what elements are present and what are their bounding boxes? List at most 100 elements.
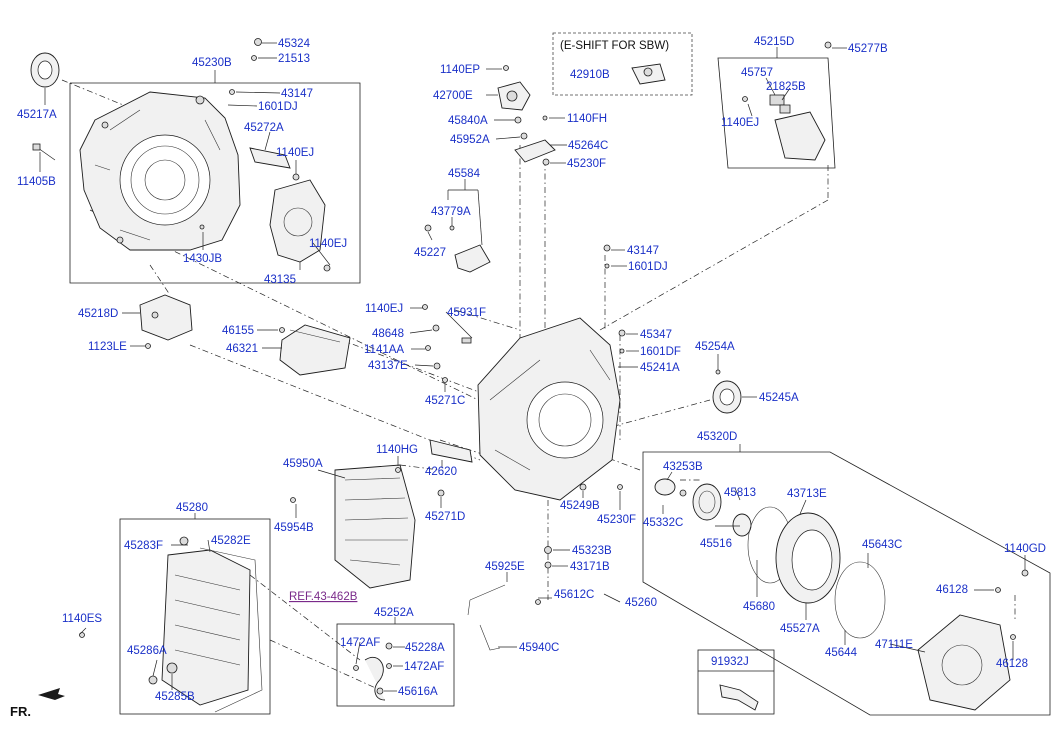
label-45527A[interactable]: 45527A: [780, 623, 820, 635]
label-1140EP[interactable]: 1140EP: [440, 64, 480, 76]
label-45347[interactable]: 45347: [640, 329, 672, 341]
label-43253B[interactable]: 43253B: [663, 461, 703, 473]
transmission-case-45241A: [477, 317, 621, 501]
label-42700E[interactable]: 42700E: [433, 90, 473, 102]
deflector-43135: [269, 179, 326, 263]
label-45264C[interactable]: 45264C: [568, 140, 608, 152]
label-1140EJ-a[interactable]: 1140EJ: [276, 147, 314, 159]
label-91932J[interactable]: 91932J: [711, 656, 749, 668]
label-45952A[interactable]: 45952A: [450, 134, 490, 146]
label-45252A[interactable]: 45252A: [374, 607, 414, 619]
label-45584[interactable]: 45584: [448, 168, 481, 180]
label-45217A[interactable]: 45217A: [17, 109, 57, 121]
label-11405B[interactable]: 11405B: [17, 176, 56, 188]
label-45813[interactable]: 45813: [724, 487, 756, 499]
label-45230F-bottom[interactable]: 45230F: [597, 514, 636, 526]
label-45218D[interactable]: 45218D: [78, 308, 118, 320]
label-45323B[interactable]: 45323B: [572, 545, 612, 557]
label-45954B[interactable]: 45954B: [274, 522, 314, 534]
label-45245A[interactable]: 45245A: [759, 392, 799, 404]
label-45840A[interactable]: 45840A: [448, 115, 488, 127]
label-45925E[interactable]: 45925E: [485, 561, 525, 573]
label-43135[interactable]: 43135: [264, 274, 296, 286]
label-1472AF-a[interactable]: 1472AF: [340, 637, 380, 649]
label-48648[interactable]: 48648: [372, 328, 404, 340]
label-43171B[interactable]: 43171B: [570, 561, 610, 573]
fr-arrow: [38, 688, 65, 700]
lever-45584: [454, 244, 491, 273]
label-46321[interactable]: 46321: [226, 343, 258, 355]
label-45230F-top[interactable]: 45230F: [567, 158, 606, 170]
label-45285B[interactable]: 45285B: [155, 691, 195, 703]
bracket-91932J: [719, 684, 759, 711]
front-direction-label: FR.: [10, 704, 31, 719]
label-1140FH[interactable]: 1140FH: [567, 113, 607, 125]
label-43137E[interactable]: 43137E: [368, 360, 408, 372]
label-45950A[interactable]: 45950A: [283, 458, 323, 470]
sensor-42700E: [497, 81, 531, 111]
label-1472AF-b[interactable]: 1472AF: [404, 661, 444, 673]
label-1140EJ-d[interactable]: 1140EJ: [365, 303, 403, 315]
label-1601DJ-top[interactable]: 1601DJ: [258, 101, 298, 113]
label-42910B[interactable]: 42910B: [570, 69, 610, 81]
label-45643C[interactable]: 45643C: [862, 539, 902, 551]
label-21513[interactable]: 21513: [278, 53, 310, 65]
label-45260[interactable]: 45260: [625, 597, 657, 609]
rear-cover-47111E: [917, 614, 1011, 711]
group-frames: [69, 32, 1051, 716]
label-45940C[interactable]: 45940C: [519, 642, 559, 654]
label-45280[interactable]: 45280: [176, 502, 208, 514]
label-21825B[interactable]: 21825B: [766, 81, 806, 93]
sbw-actuator-42910B: [631, 63, 666, 85]
label-43779A[interactable]: 43779A: [431, 206, 471, 218]
seal-45245A: [712, 380, 742, 414]
label-1141AA[interactable]: 1141AA: [364, 344, 404, 356]
label-45249B[interactable]: 45249B: [560, 500, 600, 512]
label-1140EJ-c[interactable]: 1140EJ: [721, 117, 759, 129]
label-45254A[interactable]: 45254A: [695, 341, 735, 353]
label-1140EJ-b[interactable]: 1140EJ: [309, 238, 347, 250]
label-45228A[interactable]: 45228A: [405, 642, 445, 654]
label-45271D[interactable]: 45271D: [425, 511, 465, 523]
label-43147-top[interactable]: 43147: [281, 88, 313, 100]
label-45241A[interactable]: 45241A: [640, 362, 680, 374]
label-45272A[interactable]: 45272A: [244, 122, 284, 134]
label-45757[interactable]: 45757: [741, 67, 773, 79]
label-45282E[interactable]: 45282E: [211, 535, 251, 547]
label-1140ES[interactable]: 1140ES: [62, 613, 102, 625]
label-1140GD[interactable]: 1140GD: [1004, 543, 1046, 555]
label-45612C[interactable]: 45612C: [554, 589, 594, 601]
label-1123LE[interactable]: 1123LE: [88, 341, 127, 353]
label-1601DJ-mid[interactable]: 1601DJ: [628, 261, 668, 273]
label-1601DF[interactable]: 1601DF: [640, 346, 681, 358]
valve-body: [334, 464, 416, 589]
label-45644[interactable]: 45644: [825, 647, 858, 659]
label-45324[interactable]: 45324: [278, 38, 311, 50]
label-1430JB[interactable]: 1430JB: [183, 253, 222, 265]
label-45230B[interactable]: 45230B: [192, 57, 232, 69]
label-45271C[interactable]: 45271C: [425, 395, 465, 407]
label-46128-a[interactable]: 46128: [936, 584, 968, 596]
label-45931F[interactable]: 45931F: [447, 307, 486, 319]
label-47111E[interactable]: 47111E: [875, 639, 913, 651]
label-46128-b[interactable]: 46128: [996, 658, 1028, 670]
label-43147-mid[interactable]: 43147: [627, 245, 659, 257]
label-1140HG[interactable]: 1140HG: [376, 444, 418, 456]
ref-link-43-462B[interactable]: REF.43-462B: [289, 591, 358, 603]
label-43713E[interactable]: 43713E: [787, 488, 827, 500]
eshift-title: (E-SHIFT FOR SBW): [560, 40, 669, 52]
label-45320D[interactable]: 45320D: [697, 431, 737, 443]
label-46155[interactable]: 46155: [222, 325, 254, 337]
pipe-45940C: [467, 584, 506, 651]
label-45286A[interactable]: 45286A: [127, 645, 167, 657]
label-45516[interactable]: 45516: [700, 538, 732, 550]
label-45283F[interactable]: 45283F: [124, 540, 163, 552]
label-42620[interactable]: 42620: [425, 466, 457, 478]
label-45616A[interactable]: 45616A: [398, 686, 438, 698]
label-45680[interactable]: 45680: [743, 601, 775, 613]
label-45332C[interactable]: 45332C: [643, 517, 683, 529]
label-45277B[interactable]: 45277B: [848, 43, 888, 55]
label-45215D[interactable]: 45215D: [754, 36, 794, 48]
label-45227[interactable]: 45227: [414, 247, 446, 259]
